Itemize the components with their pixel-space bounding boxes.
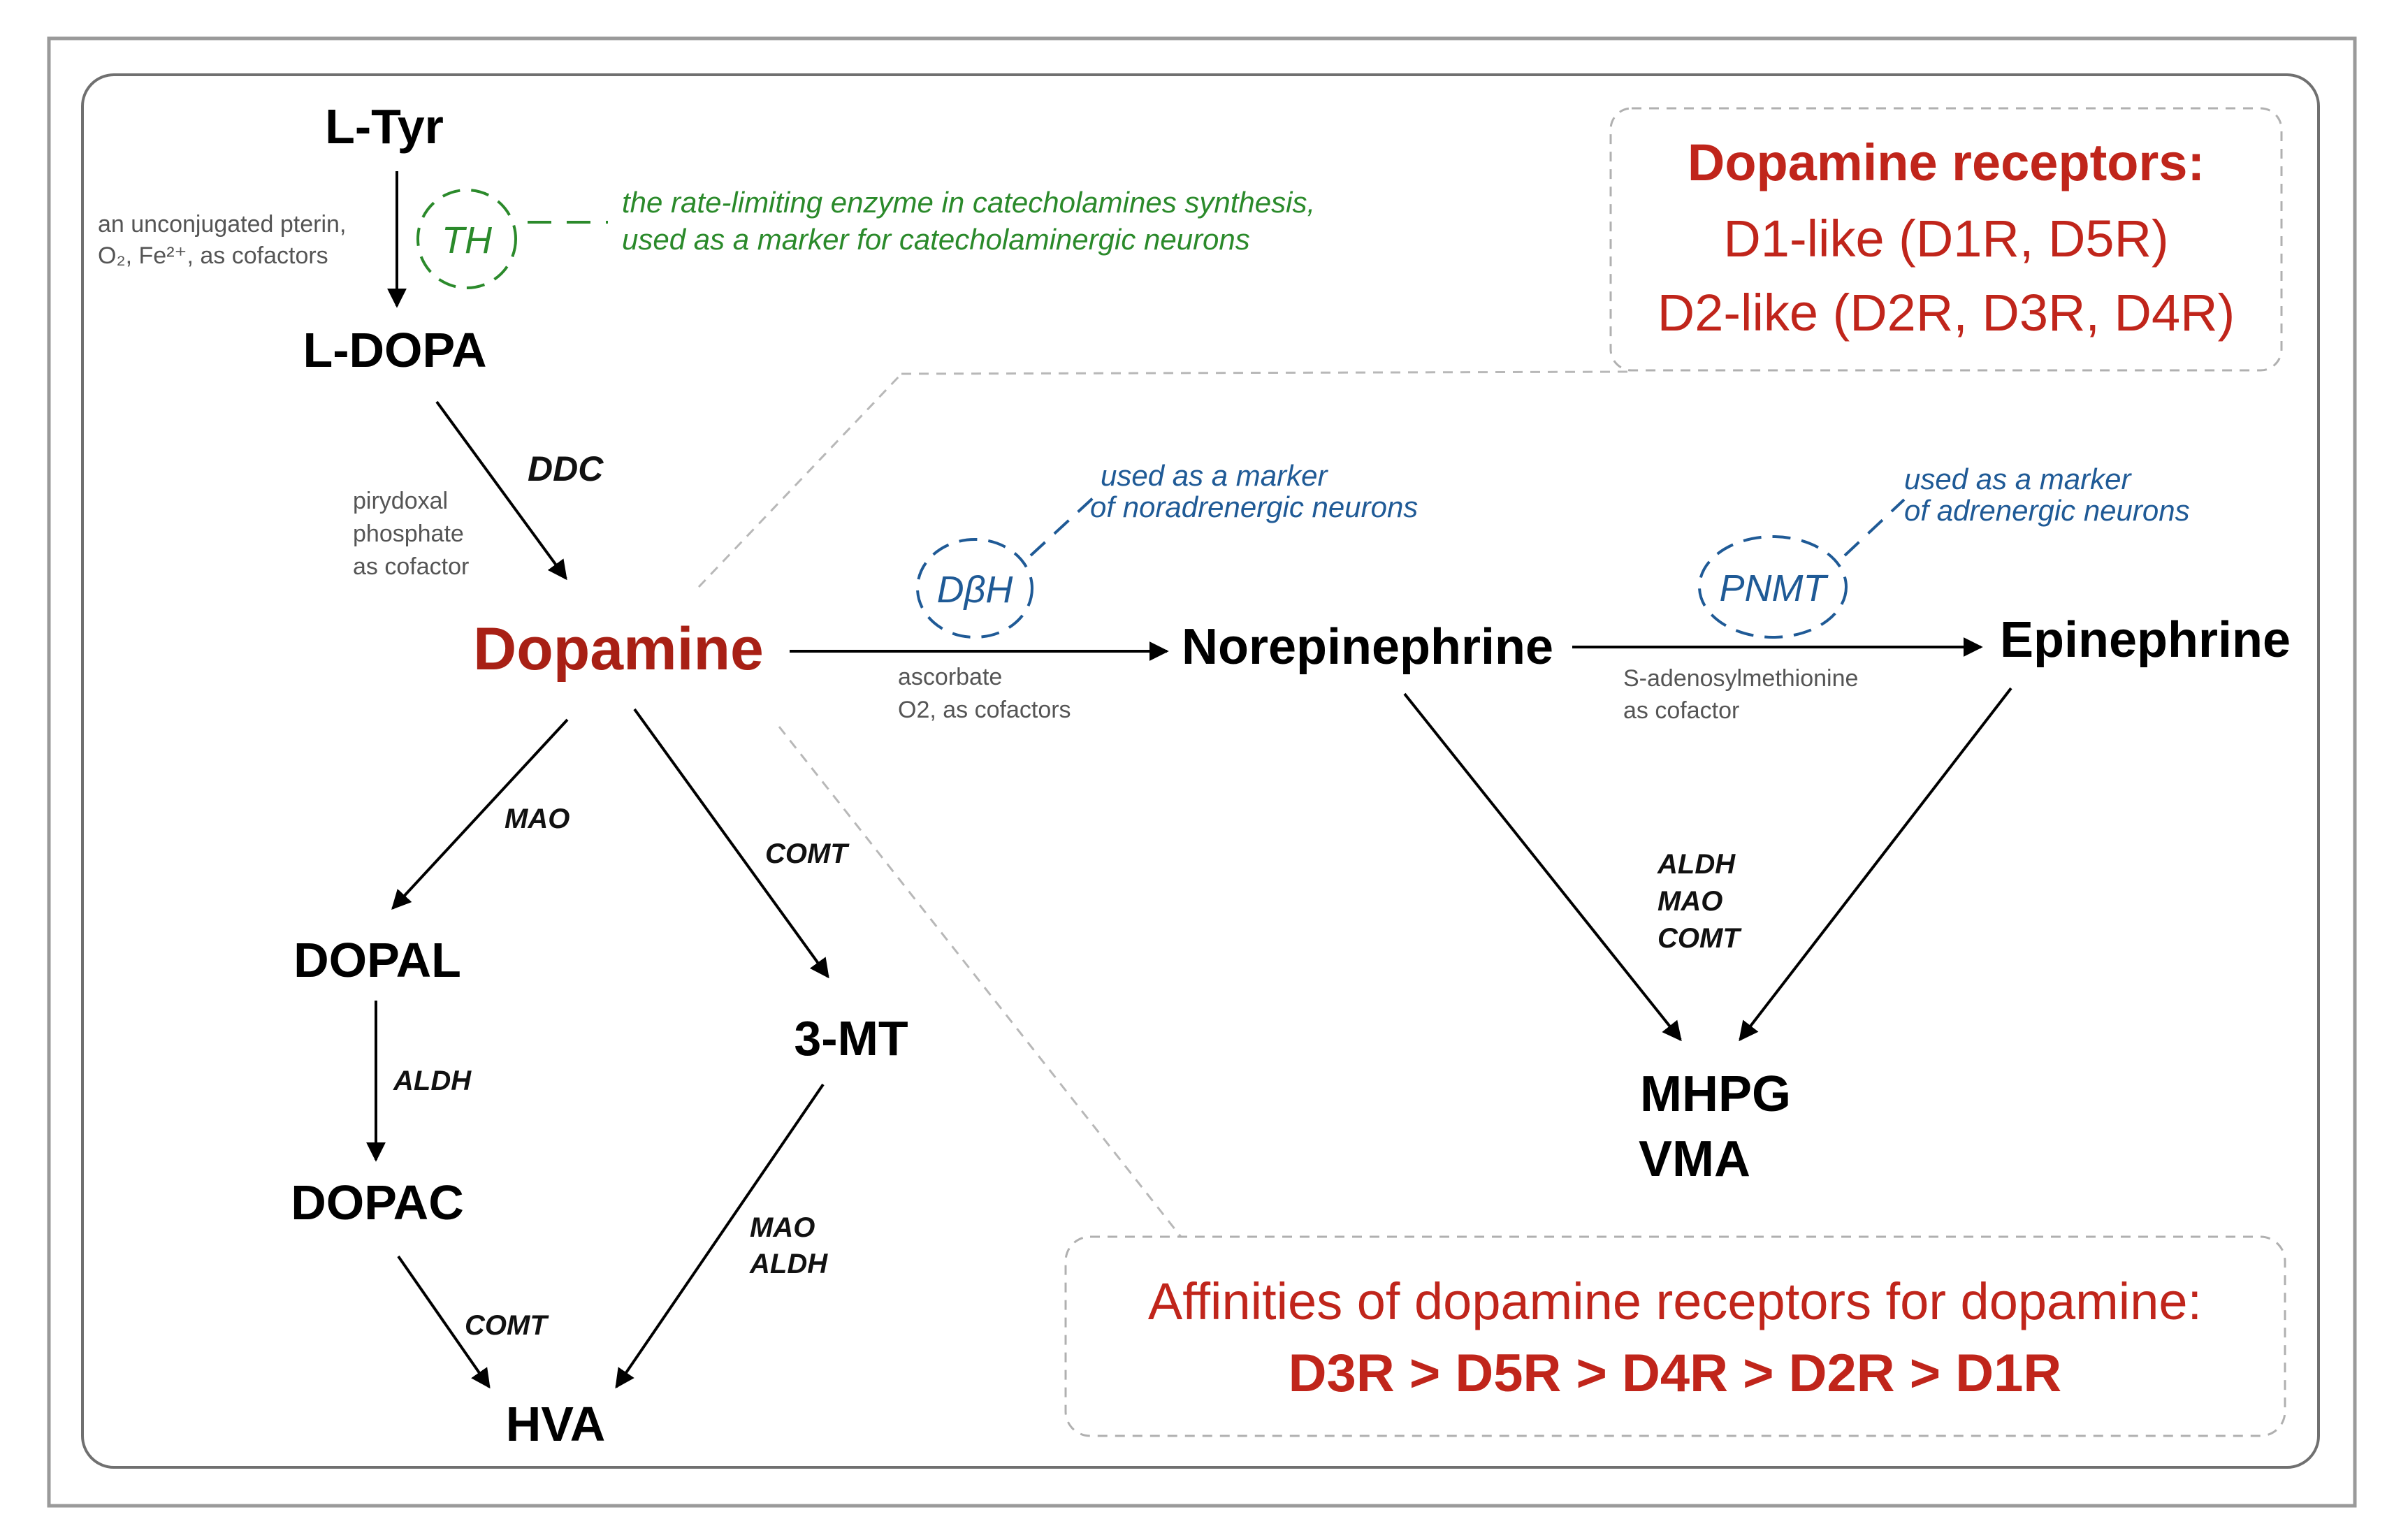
cofactor-pnmt-line2: as cofactor [1623, 697, 1739, 724]
cofactor-ddc-line1: pirydoxal [353, 488, 448, 514]
enzyme-ddc: DDC [528, 449, 604, 488]
pnmt-connector [1843, 498, 1906, 557]
node-mhpg: MHPG [1640, 1066, 1791, 1122]
th-enzyme: TH [442, 219, 493, 261]
dbh-connector [1029, 496, 1095, 557]
enzyme-comt-mhpg: COMT [1657, 923, 1742, 954]
cofactor-pnmt-line1: S-adenosylmethionine [1623, 665, 1858, 692]
node-3mt: 3-MT [794, 1011, 908, 1066]
cofactor-th-line2: O₂, Fe²⁺, as cofactors [98, 242, 328, 269]
pnmt-note-line1: used as a marker [1904, 463, 2132, 495]
node-epinephrine: Epinephrine [2000, 612, 2291, 668]
node-dopamine: Dopamine [473, 616, 764, 683]
th-enzyme-circle [416, 189, 517, 289]
dbh-enzyme: DβH [937, 569, 1014, 611]
th-note-line2: used as a marker for catecholaminergic n… [622, 223, 1250, 256]
arrow-ldopa-dopamine [435, 400, 567, 581]
receptors-d2-like: D2-like (D2R, D3R, D4R) [1657, 284, 2235, 342]
dbh-enzyme-circle [916, 538, 1033, 639]
arrow-epinephrine-mhpg [1739, 687, 2012, 1042]
guide-line-receptors-top [901, 370, 1629, 375]
enzyme-comt-3mt: COMT [765, 838, 850, 869]
node-vma: VMA [1639, 1131, 1750, 1187]
guide-line-affinity [778, 726, 1182, 1237]
cofactor-th-line1: an unconjugated pterin, [98, 211, 346, 238]
dbh-note-line1: used as a marker [1101, 459, 1328, 492]
enzyme-mao-3mt-hva: MAO [750, 1212, 815, 1243]
arrow-dopac-hva [397, 1255, 491, 1389]
enzyme-aldh-dopac: ALDH [393, 1066, 472, 1096]
enzyme-mao-mhpg: MAO [1657, 886, 1722, 917]
guide-lines [697, 370, 1629, 1237]
cofactor-dbh-line1: ascorbate [898, 664, 1002, 690]
guide-line-receptors [697, 372, 903, 588]
enzyme-mao-dopal: MAO [505, 804, 570, 834]
arrow-3mt-hva [615, 1083, 825, 1389]
node-hva: HVA [506, 1397, 606, 1451]
cofactor-dbh-line2: O2, as cofactors [898, 697, 1071, 723]
affinity-order: D3R > D5R > D4R > D2R > D1R [1289, 1344, 2062, 1403]
receptors-box [1609, 107, 2283, 372]
inner-frame [81, 73, 2320, 1469]
enzyme-comt-hva: COMT [465, 1310, 549, 1341]
dbh-note-line2: of noradrenergic neurons [1090, 491, 1418, 523]
pnmt-enzyme: PNMT [1720, 567, 1829, 609]
pnmt-enzyme-circle [1698, 535, 1848, 639]
outer-frame [47, 36, 2357, 1508]
node-dopal: DOPAL [293, 933, 461, 987]
affinity-box [1064, 1235, 2286, 1437]
node-norepinephrine: Norepinephrine [1182, 619, 1553, 675]
th-note-line1: the rate-limiting enzyme in catecholamin… [622, 186, 1315, 219]
node-ldopa: L-DOPA [303, 323, 486, 377]
enzyme-aldh-3mt-hva: ALDH [749, 1249, 828, 1279]
arrow-norepinephrine-mhpg [1403, 692, 1682, 1042]
cofactor-ddc-line2: phosphate [353, 521, 464, 547]
pnmt-note-line2: of adrenergic neurons [1904, 494, 2190, 527]
receptors-title: Dopamine receptors: [1688, 133, 2205, 191]
node-dopac: DOPAC [291, 1175, 464, 1230]
enzyme-aldh-mhpg: ALDH [1657, 849, 1736, 880]
arrow-dopamine-3mt [633, 708, 829, 979]
receptors-d1-like: D1-like (D1R, D5R) [1723, 210, 2168, 268]
cofactor-ddc-line3: as cofactor [353, 553, 469, 580]
affinity-title: Affinities of dopamine receptors for dop… [1148, 1272, 2202, 1330]
arrow-dopamine-dopal [391, 718, 569, 910]
node-ltyr: L-Tyr [325, 99, 444, 154]
pathway-arrows [366, 171, 2012, 1389]
